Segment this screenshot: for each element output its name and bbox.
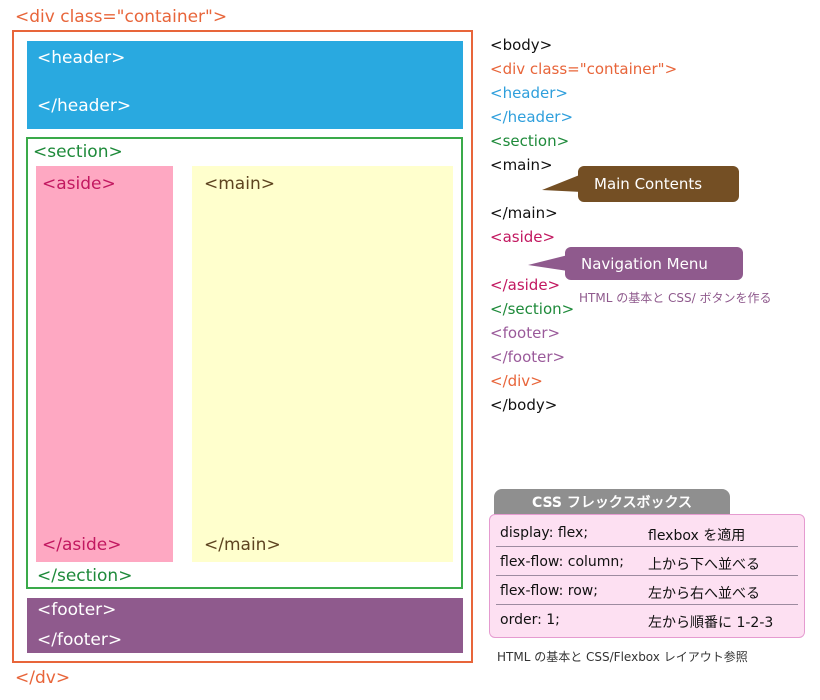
flexbox-table bbox=[489, 514, 805, 638]
table-footnote: HTML の基本と CSS/Flexbox レイアウト参照 bbox=[497, 650, 748, 664]
code-line: <body> bbox=[490, 36, 553, 54]
main-close-label: </main> bbox=[204, 535, 281, 555]
table-cell-property: display: flex; bbox=[500, 525, 589, 541]
code-line: <main> bbox=[490, 156, 553, 174]
table-row: flex-flow: row; 左から右へ並べる bbox=[496, 576, 798, 605]
container-open-label: <div class="container"> bbox=[15, 7, 228, 27]
table-cell-description: flexbox を適用 bbox=[648, 528, 746, 544]
code-line: </body> bbox=[490, 396, 558, 414]
code-line: <div class="container"> bbox=[490, 60, 678, 78]
table-row: order: 1; 左から順番に 1-2-3 bbox=[496, 605, 798, 633]
table-cell-property: flex-flow: column; bbox=[500, 554, 625, 570]
callout-navigation-menu: Navigation Menu bbox=[565, 247, 743, 280]
header-open-label: <header> bbox=[37, 48, 126, 68]
main-box bbox=[192, 166, 453, 562]
table-cell-description: 左から順番に 1-2-3 bbox=[648, 615, 774, 631]
code-line: <footer> bbox=[490, 324, 561, 342]
aside-open-label: <aside> bbox=[42, 174, 116, 194]
callout-nav-label: Navigation Menu bbox=[581, 254, 708, 273]
table-cell-property: flex-flow: row; bbox=[500, 583, 598, 599]
code-line: </header> bbox=[490, 108, 574, 126]
code-line: <aside> bbox=[490, 228, 556, 246]
main-open-label: <main> bbox=[204, 174, 275, 194]
footer-open-label: <footer> bbox=[37, 600, 117, 620]
aside-box bbox=[36, 166, 173, 562]
code-line: </footer> bbox=[490, 348, 566, 366]
callout-nav-note: HTML の基本と CSS/ ボタンを作る bbox=[579, 291, 772, 305]
callout-nav-pointer bbox=[528, 255, 568, 271]
code-line: </section> bbox=[490, 300, 575, 318]
table-row: flex-flow: column; 上から下へ並べる bbox=[496, 547, 798, 576]
code-line: <section> bbox=[490, 132, 570, 150]
code-line: </aside> bbox=[490, 276, 561, 294]
code-line: </div> bbox=[490, 372, 543, 390]
container-close-label: </dv> bbox=[15, 668, 71, 688]
code-line: <header> bbox=[490, 84, 568, 102]
header-close-label: </header> bbox=[37, 96, 132, 116]
table-row: display: flex; flexbox を適用 bbox=[496, 518, 798, 547]
container-box bbox=[12, 30, 473, 663]
section-close-label: </section> bbox=[37, 566, 133, 586]
footer-box bbox=[27, 598, 463, 653]
section-box bbox=[26, 137, 463, 589]
callout-main-label: Main Contents bbox=[594, 175, 703, 193]
table-cell-property: order: 1; bbox=[500, 612, 560, 628]
callout-main-contents: Main Contents bbox=[578, 166, 739, 202]
section-open-label: <section> bbox=[33, 142, 123, 162]
table-cell-description: 上から下へ並べる bbox=[648, 557, 760, 573]
footer-close-label: </footer> bbox=[37, 630, 123, 650]
table-cell-description: 左から右へ並べる bbox=[648, 586, 760, 602]
code-line: </main> bbox=[490, 204, 558, 222]
header-box bbox=[27, 41, 463, 129]
aside-close-label: </aside> bbox=[42, 535, 122, 555]
callout-main-pointer bbox=[542, 174, 582, 192]
flexbox-table-title: CSS フレックスボックス bbox=[494, 489, 730, 515]
